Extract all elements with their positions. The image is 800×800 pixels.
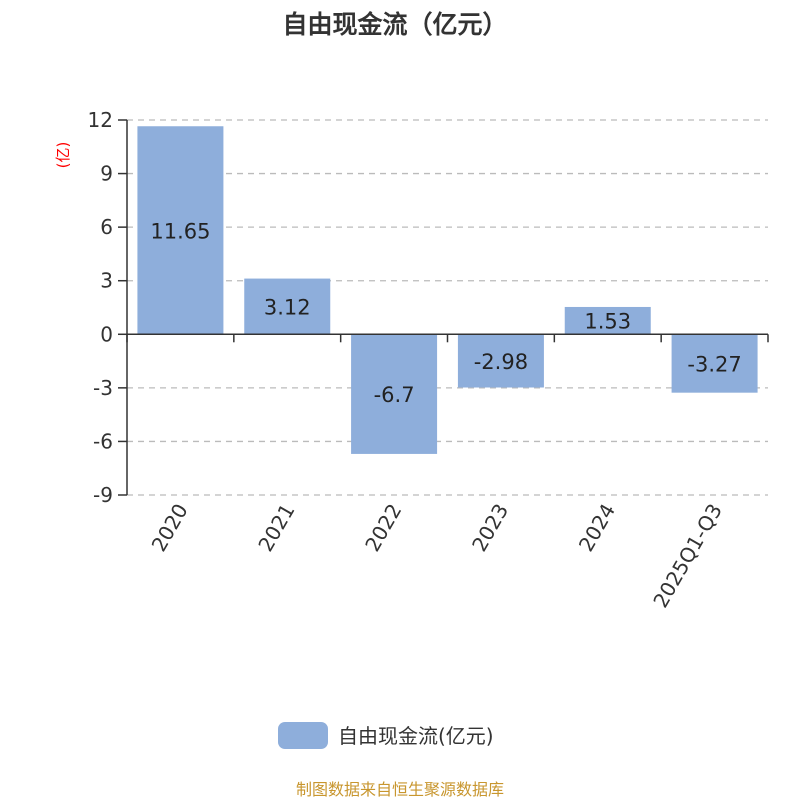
data-label: 11.65 (150, 219, 210, 243)
bar (244, 278, 331, 335)
bar (671, 334, 758, 393)
y-tick-label: -9 (93, 483, 113, 507)
y-tick-label: 12 (88, 108, 113, 132)
x-tick-label: 2021 (253, 500, 299, 556)
x-tick-label: 2025Q1-Q3 (648, 500, 727, 612)
y-tick-label: 3 (100, 269, 113, 293)
data-label: 3.12 (264, 295, 311, 319)
x-tick-label: 2023 (467, 500, 513, 556)
x-tick-label: 2022 (360, 500, 406, 556)
x-tick-label: 2020 (147, 500, 193, 556)
legend-label: 自由现金流(亿元) (338, 724, 494, 748)
y-tick-label: -3 (93, 376, 113, 400)
bar (457, 334, 544, 388)
data-label: 1.53 (584, 310, 631, 334)
data-label: -2.98 (474, 350, 528, 374)
x-tick-label: 2024 (574, 500, 620, 556)
bar (351, 334, 438, 454)
y-tick-label: 9 (100, 162, 113, 186)
data-label: -6.7 (374, 383, 415, 407)
footer-source: 制图数据来自恒生聚源数据库 (296, 780, 504, 799)
chart-title: 自由现金流（亿元） (282, 10, 507, 39)
data-label: -3.27 (687, 352, 741, 376)
bar (564, 306, 651, 335)
legend[interactable]: 自由现金流(亿元) (278, 722, 494, 749)
bar (137, 126, 224, 335)
y-tick-label: 6 (100, 215, 113, 239)
y-tick-label: -6 (93, 429, 113, 453)
y-tick-label: 0 (100, 322, 113, 346)
legend-swatch (278, 722, 328, 749)
y-axis-label: (亿) (54, 142, 72, 169)
